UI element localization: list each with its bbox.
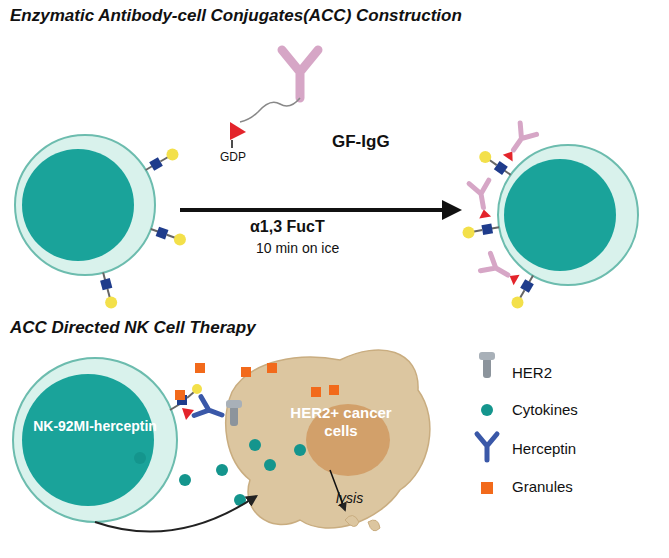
reagent-label: GF-IgG <box>332 132 390 152</box>
legend-swatch <box>481 404 493 416</box>
gf-igg-icon <box>230 50 318 148</box>
section-heading: ACC Directed NK Cell Therapy <box>10 318 256 338</box>
cancer-cell <box>226 350 430 528</box>
cell <box>498 145 638 285</box>
reaction-arrow <box>180 208 458 212</box>
cell-label: HER2+ cancer cells <box>286 404 396 440</box>
enzyme-label: α1,3 FucT <box>250 218 325 236</box>
lysis-label: lysis <box>336 490 363 506</box>
lysis-fragments <box>330 470 380 531</box>
legend-swatch <box>481 482 493 494</box>
nk-cell <box>13 358 202 522</box>
cell-label: NK-92MI-herceptin <box>21 418 169 435</box>
cancer-cell: HER2+ cancer cells <box>228 352 428 537</box>
legend-text: HER2 <box>512 364 552 381</box>
legend-text: Granules <box>512 478 573 495</box>
title: Enzymatic Antibody-cell Conjugates(ACC) … <box>10 6 462 26</box>
connector <box>95 496 256 531</box>
cell <box>15 135 155 275</box>
condition-label: 10 min on ice <box>256 240 339 256</box>
legend-text: Herceptin <box>512 440 576 457</box>
reagent-label: GDP <box>220 150 246 164</box>
nk-cell: NK-92MI-herceptin <box>13 358 177 522</box>
legend-text: Cytokines <box>512 401 578 418</box>
